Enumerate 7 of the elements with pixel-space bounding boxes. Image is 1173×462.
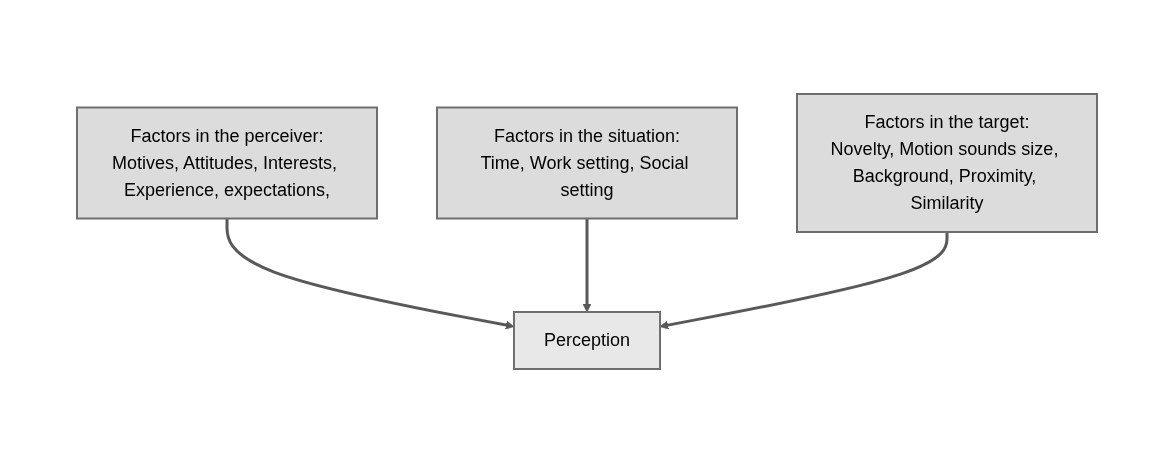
node-box: Factors in the situation: Time, Work setting, Social setting	[435, 106, 738, 219]
node-box: Factors in the target: Novelty, Motion sounds size, Background, Proximity, Similarity	[795, 92, 1098, 233]
arrow	[659, 231, 948, 329]
node-box: Perception	[512, 310, 661, 370]
arrow	[225, 218, 514, 329]
node-box: Factors in the perceiver: Motives, Attitudes, Interests, Experience, expectations,	[75, 106, 378, 219]
arrow	[582, 218, 591, 312]
